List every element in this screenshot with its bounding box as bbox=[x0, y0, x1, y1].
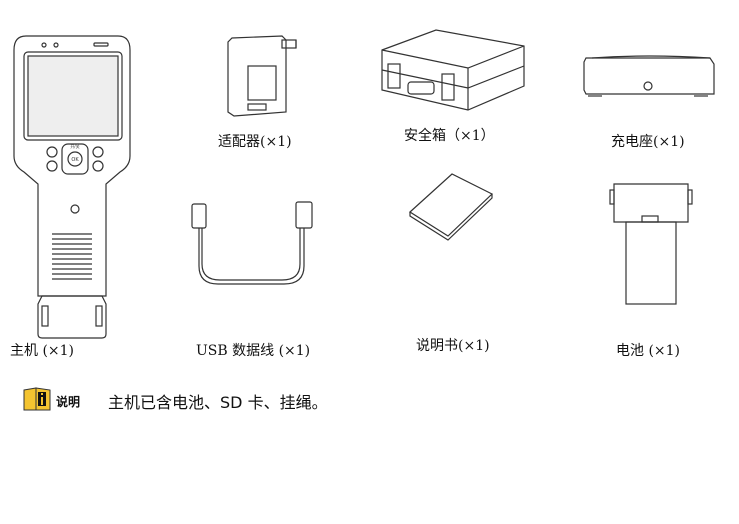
device-button-top-label: 开/关 bbox=[70, 143, 79, 149]
manual-caption: 说明书(×1) bbox=[416, 338, 490, 354]
cable-caption: USB 数据线 (×1) bbox=[196, 343, 311, 359]
battery-drawing bbox=[609, 183, 693, 305]
usb-cable-drawing bbox=[191, 201, 313, 285]
device-caption: 主机 (×1) bbox=[10, 343, 75, 359]
battery-caption: 电池 (×1) bbox=[616, 343, 681, 359]
manual-booklet-drawing bbox=[409, 173, 494, 241]
device-button-ok-label: OK bbox=[71, 157, 79, 163]
power-adapter-drawing bbox=[227, 35, 297, 117]
charging-dock-drawing bbox=[583, 55, 715, 97]
adapter-caption: 适配器(×1) bbox=[218, 134, 292, 150]
case-caption: 安全箱（×1） bbox=[404, 128, 495, 144]
handheld-device-drawing: 开/关 OK bbox=[13, 35, 131, 339]
note-text: 主机已含电池、SD 卡、挂绳。 bbox=[108, 393, 328, 412]
info-icon bbox=[23, 387, 51, 411]
safety-case-drawing bbox=[381, 29, 525, 111]
note-block: 说明 主机已含电池、SD 卡、挂绳。 bbox=[22, 386, 722, 412]
note-label: 说明 bbox=[56, 395, 81, 409]
dock-caption: 充电座(×1) bbox=[611, 134, 685, 150]
